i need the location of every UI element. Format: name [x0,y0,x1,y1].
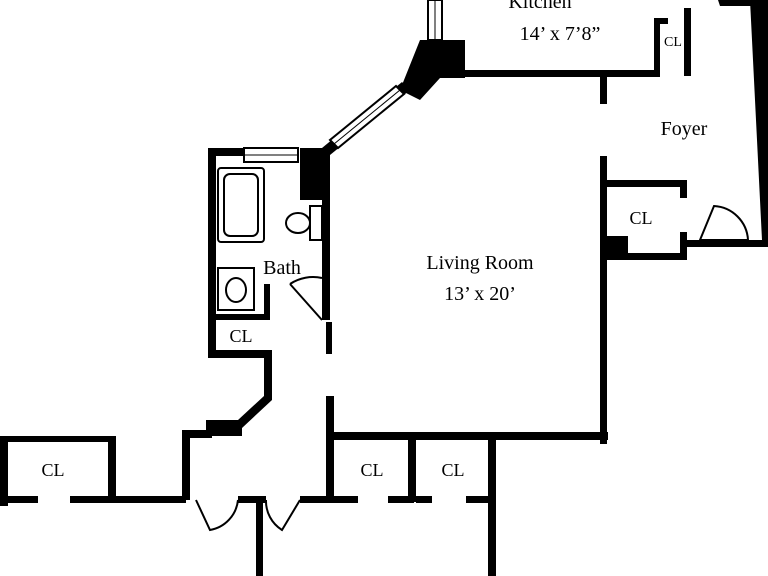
bath-closet-label: CL [229,326,252,346]
bathtub-inner [223,173,259,237]
bottom-left-closet-bottom-r [70,496,186,503]
living-room-dims: 13’ x 20’ [444,283,516,305]
foyer-name: Foyer [661,118,708,140]
bottom-mid-closet-bottom-l [334,496,358,503]
sink-basin [225,277,247,303]
bottom-right-closet-bottom-r [466,496,494,503]
bottom-mid-closet-label: CL [360,460,383,480]
foyer-bottom-wall [686,240,768,247]
kitchen-dims: 14’ x 7’8” [520,23,601,45]
kitchen-name: Kitchen [508,0,571,13]
bath-partition [264,284,270,320]
hall-left-wall [206,354,272,436]
bottom-left-closet-label: CL [41,460,64,480]
room-labels: Kitchen 14’ x 7’8” Foyer Living Room 13’… [263,0,708,305]
bottom-right-closet-bottom [416,496,432,503]
hall-top-ledge [182,430,212,438]
bath-left-wall [208,148,216,356]
bath-top-wall-left [208,148,244,156]
bottom-right-closet-label: CL [441,460,464,480]
bottom-door-left-jamb [238,496,266,503]
foyer-closet-right-upper [680,180,687,198]
window-lines [244,0,436,156]
bottom-left-closet-bottom [0,496,38,503]
kitchen-closet-top [654,18,668,24]
hall-lower-right [326,432,334,502]
kitchen-closet-left [654,18,660,76]
foyer-divider-upper [600,76,607,104]
bath-corner-wall [300,148,330,200]
bottom-mid-wall [256,496,263,576]
foyer-closet-bottom [606,253,686,260]
living-bottom-wall [326,432,608,440]
kitchen-closet-right [684,8,691,76]
kitchen-corner-wall [400,40,465,100]
bath-door [289,276,323,321]
foyer-closet-top [606,180,686,187]
bath-bottom-wall [208,350,272,358]
bottom-door-right-jamb [300,496,334,503]
bath-right-wall [322,190,330,320]
toilet-bowl [285,212,311,234]
bottom-left-closet-top [0,436,114,442]
foyer-closet-right-lower [680,232,687,260]
bath-name: Bath [263,257,301,279]
bath-fixtures [217,167,323,311]
toilet-tank [309,205,323,241]
bottom-left-closet-left [0,436,8,506]
kitchen-bottom-wall [460,70,660,77]
foyer-closet-door [698,204,750,241]
foyer-divider-lower [600,156,607,444]
bottom-mid-closet-divider [408,436,416,502]
bottom-right-wall [488,436,496,576]
hall-lower-left [182,430,190,500]
living-left-wall-lower [326,322,332,354]
hall-right-wall [326,396,334,442]
hall-door-right [264,499,301,532]
bath-closet-top [214,314,264,320]
foyer-closet-label: CL [629,208,652,228]
closet-labels: CL CL CL CL CL CL [41,35,681,480]
hall-door-left [195,499,239,532]
living-room-name: Living Room [426,252,534,274]
foyer-closet-left [606,180,628,187]
foyer-closet-left-lower [606,236,628,260]
doors [195,204,750,532]
kitchen-closet-label: CL [664,35,682,50]
bottom-mid-closet-bottom-r [388,496,414,503]
right-diagonal-wall [750,0,768,246]
bottom-left-closet-right [108,436,116,502]
